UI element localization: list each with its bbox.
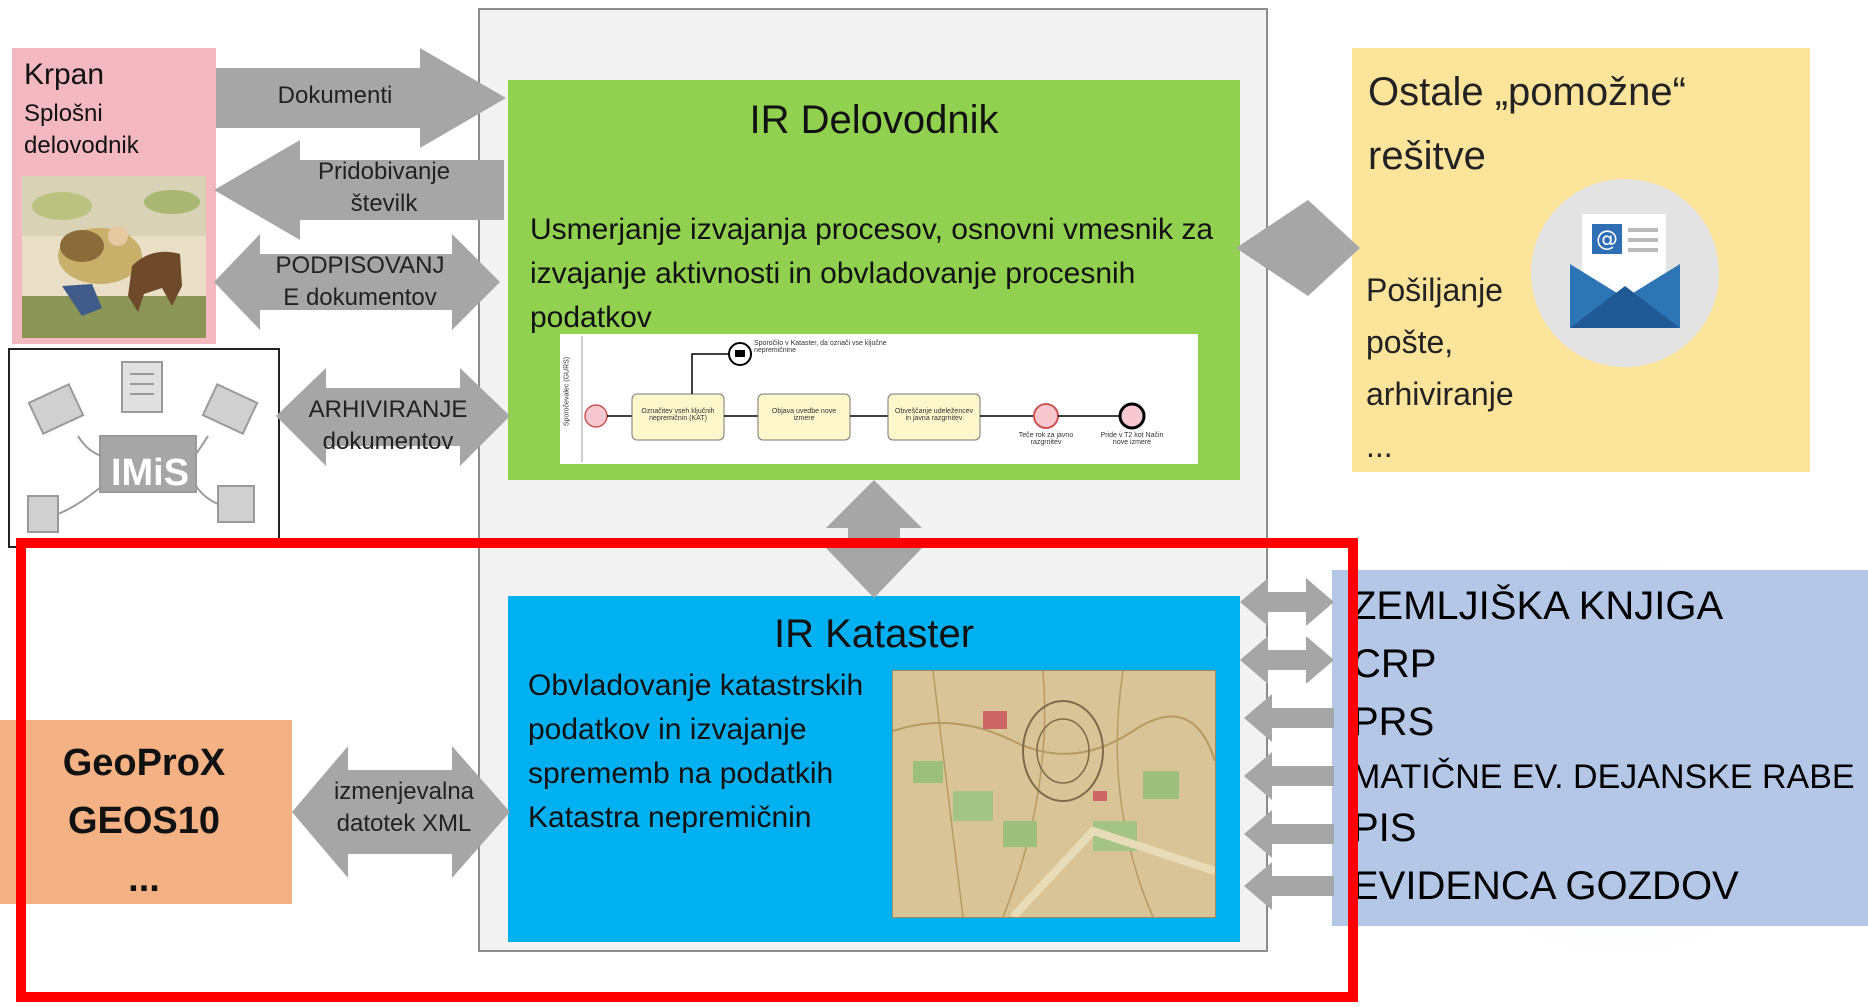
register-prs: PRS	[1352, 700, 1435, 744]
kataster-title: IR Kataster	[773, 612, 975, 656]
geoprox-box: GeoProX GEOS10 ...	[0, 720, 292, 904]
geo-line-geoprox: GeoProX	[62, 742, 226, 784]
krpan-subtitle: Splošni delovodnik	[24, 100, 139, 159]
arrow-dokumenti	[216, 48, 506, 148]
cadastral-map-image	[892, 670, 1217, 920]
pomozne-title: Ostale „pomožne“ rešitve	[1368, 70, 1686, 178]
bpmn-task-1: Označitev vseh ključnih nepremičnin (KAT…	[641, 408, 715, 422]
arrow-register-3	[1244, 694, 1334, 742]
bpmn-message-label: Sporočilo v Kataster, da označi vse klju…	[754, 340, 887, 354]
arrow-label-dokumenti: Dokumenti	[277, 82, 393, 109]
arrow-label-podpisovanje: PODPISOVANJ E dokumentov	[275, 252, 445, 311]
arrow-label-izmenjevalna: izmenjevalna datotek XML	[333, 778, 475, 837]
arrow-arhiviranje	[276, 368, 510, 466]
register-zemljiska-knjiga: ZEMLJIŠKA KNJIGA	[1352, 584, 1724, 628]
pomozne-resitve-box: Ostale „pomožne“ rešitve Pošiljanje pošt…	[1352, 48, 1810, 472]
svg-text:@: @	[1596, 227, 1618, 252]
arrow-pomozne	[1236, 200, 1360, 296]
arrow-register-4	[1244, 752, 1334, 800]
delovodnik-description: Usmerjanje izvajanja procesov, osnovni v…	[530, 213, 1214, 334]
external-registers-box: ZEMLJIŠKA KNJIGA CRP PRS MATIČNE EV. DEJ…	[1332, 570, 1868, 926]
register-pis: PIS	[1352, 806, 1417, 850]
register-maticne-ev: MATIČNE EV. DEJANSKE RABE	[1352, 758, 1855, 796]
krpan-title: Krpan	[24, 58, 105, 91]
imis-logo-text: IMiS	[110, 452, 190, 494]
imis-box: IMiS	[8, 348, 280, 548]
delovodnik-title: IR Delovodnik	[749, 98, 999, 142]
arrow-pridobivanje	[214, 140, 504, 240]
arrow-register-6	[1244, 862, 1334, 910]
geo-line-ellipsis: ...	[128, 858, 160, 900]
register-evidenca-gozdov: EVIDENCA GOZDOV	[1352, 864, 1739, 908]
arrow-izmenjevalna	[292, 746, 510, 878]
arrow-register-2	[1240, 636, 1334, 684]
message-icon	[735, 350, 745, 357]
bpmn-timer-label: Teče rok za javno razgrnitev	[1018, 432, 1074, 446]
imis-diagram-icon	[27, 361, 259, 533]
geo-lines: GeoProX GEOS10 ...	[48, 734, 240, 908]
bpmn-task-3: Obveščanje udeležencev in javna razgrnit…	[894, 408, 974, 422]
krpan-box: Krpan Splošni delovodnik	[12, 48, 216, 344]
pomozne-body: Pošiljanje pošte, arhiviranje ...	[1366, 272, 1514, 464]
arrow-register-1	[1240, 578, 1334, 626]
ir-kataster-box: IR Kataster Obvladovanje katastrskih pod…	[508, 596, 1240, 942]
arrow-label-arhiviranje: ARHIVIRANJE dokumentov	[308, 396, 468, 455]
arrow-register-5	[1244, 810, 1334, 858]
email-icon: @	[1531, 179, 1719, 367]
bpmn-end-label: Pride v T2 kot Način nove izmere	[1100, 432, 1164, 446]
bpmn-task-2: Objava uvedbe nove izmere	[771, 408, 837, 422]
arrow-label-pridobivanje: Pridobivanje številk	[317, 158, 451, 217]
arrow-podpisovanje	[214, 234, 500, 330]
kataster-description: Obvladovanje katastrskih podatkov in izv…	[528, 669, 864, 834]
geo-line-geos10: GEOS10	[67, 800, 221, 842]
bpmn-shapes	[581, 336, 1146, 462]
bpmn-process-diagram: Sporočevalec (GURS) Sporočilo v Kataster…	[560, 334, 1198, 464]
register-crp: CRP	[1352, 642, 1437, 686]
map-drawing	[892, 670, 1217, 920]
kataster-highlight-frame	[16, 538, 1358, 1002]
krpan-illustration	[22, 176, 206, 338]
